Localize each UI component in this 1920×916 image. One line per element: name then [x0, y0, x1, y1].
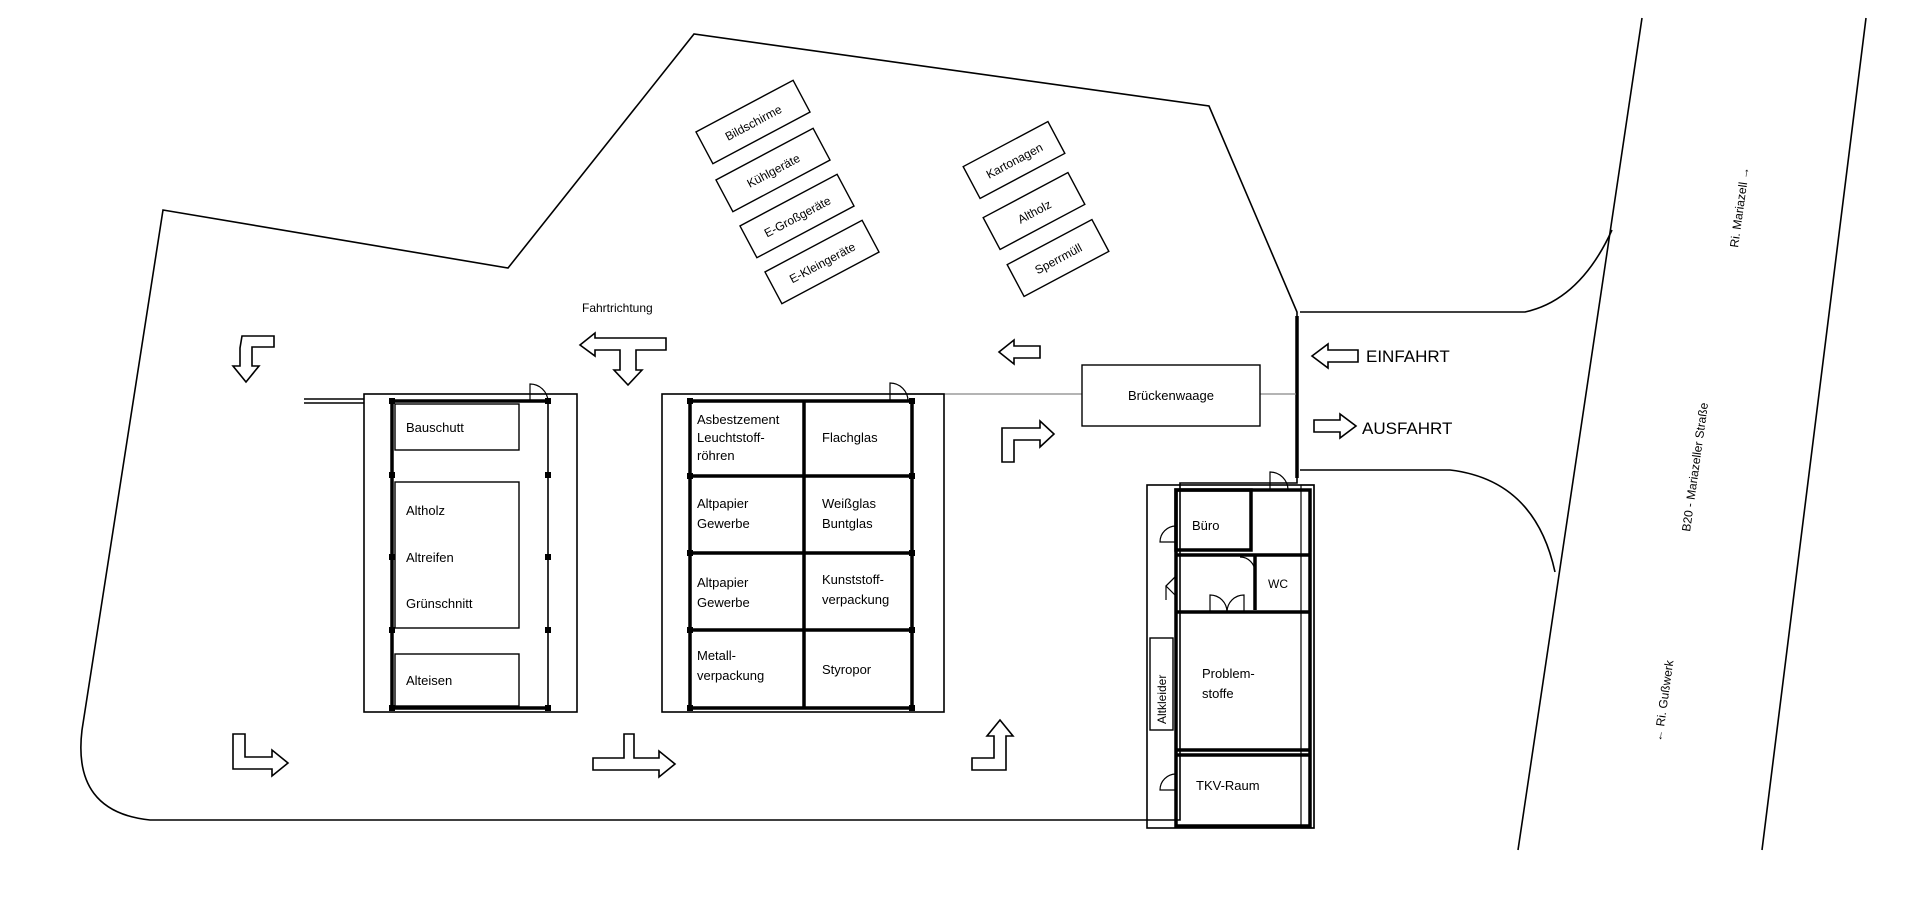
bay-metall: Metall- verpackung: [697, 648, 764, 683]
altkleider-label: Altkleider: [1155, 675, 1169, 724]
svg-text:stoffe: stoffe: [1202, 686, 1234, 701]
office-building: Büro WC Problem- stoffe Altkleider TKV-R…: [1146, 471, 1315, 829]
entrance-road-lower-edge: [1300, 469, 1556, 573]
container-kartonagen: [962, 120, 1066, 200]
svg-text:verpackung: verpackung: [697, 668, 764, 683]
road-edge-right: [1761, 17, 1867, 851]
bay-label: Altreifen: [406, 550, 454, 565]
svg-text:Buntglas: Buntglas: [822, 516, 873, 531]
exit-arrow-icon: [1313, 412, 1358, 440]
ausfahrt-label: AUSFAHRT: [1362, 419, 1452, 438]
fahrtrichtung-label: Fahrtrichtung: [582, 301, 653, 315]
svg-text:Problem-: Problem-: [1202, 666, 1255, 681]
svg-text:Altpapier: Altpapier: [697, 496, 749, 511]
svg-text:verpackung: verpackung: [822, 592, 889, 607]
bay-alteisen: [394, 653, 520, 707]
svg-text:Altpapier: Altpapier: [697, 575, 749, 590]
bay-altpapier-2: Altpapier Gewerbe: [697, 575, 750, 610]
bay-asbestzement: Asbestzement Leuchtstoff- röhren: [697, 412, 780, 463]
svg-text:Gewerbe: Gewerbe: [697, 516, 750, 531]
bulk-containers: Kartonagen Altholz Sperrmüll: [962, 120, 1110, 298]
bay-weissglas: Weißglas Buntglas: [822, 496, 876, 531]
direction-t-arrow-icon: [578, 331, 667, 387]
flow-arrow-icon: [997, 338, 1041, 366]
bay-label: Altholz: [406, 503, 445, 518]
road-name-label: B20 - Mariazeller Straße: [1679, 401, 1711, 532]
svg-text:Kunststoff-: Kunststoff-: [822, 572, 884, 587]
bay-label: Bauschutt: [406, 420, 464, 435]
einfahrt-label: EINFAHRT: [1366, 347, 1450, 366]
flow-arrow-icon: [971, 718, 1015, 771]
container-e-kleingeraete: [764, 219, 880, 305]
direction-gusswerk-label: ← Ri. Gußwerk: [1651, 658, 1676, 742]
container-kuehlgeraete: [715, 127, 831, 213]
road-edge-left: [1517, 17, 1643, 851]
shelter-middle: Asbestzement Leuchtstoff- röhren Flachgl…: [661, 382, 945, 713]
bay-styropor: Styropor: [822, 662, 872, 677]
room-buero: Büro: [1192, 518, 1219, 533]
site-boundary: [80, 33, 1298, 821]
bay-label: Alteisen: [406, 673, 452, 688]
bay-altpapier-1: Altpapier Gewerbe: [697, 496, 750, 531]
direction-mariazell-label: Ri. Mariazell →: [1727, 166, 1752, 249]
svg-text:Metall-: Metall-: [697, 648, 736, 663]
shelter-left: Bauschutt Altholz Altreifen Grünschnitt …: [304, 383, 578, 713]
flow-arrow-icon: [592, 733, 677, 779]
flow-arrow-icon: [232, 733, 290, 778]
svg-text:Weißglas: Weißglas: [822, 496, 876, 511]
room-tkv: TKV-Raum: [1196, 778, 1260, 793]
container-bildschirme: [695, 79, 811, 165]
bay-kunststoff: Kunststoff- verpackung: [822, 572, 889, 607]
bay-flachglas: Flachglas: [822, 430, 878, 445]
svg-text:röhren: röhren: [697, 448, 735, 463]
svg-text:Leuchtstoff-: Leuchtstoff-: [697, 430, 765, 445]
truck-scale-label: Brückenwaage: [1128, 388, 1214, 403]
electronics-containers: Bildschirme Kühlgeräte E-Großgeräte E-Kl…: [695, 79, 880, 305]
bay-altholz-altreifen-gruenschnitt: [394, 481, 520, 629]
room-problemstoffe: Problem- stoffe: [1202, 666, 1255, 701]
room-wc: WC: [1268, 577, 1288, 591]
container-e-grossgeraete: [739, 173, 855, 259]
bay-label: Grünschnitt: [406, 596, 473, 611]
altkleider-container: [1149, 637, 1174, 731]
container-altholz: [982, 171, 1086, 251]
entrance-road-upper-edge: [1300, 229, 1613, 313]
truck-scale: [1081, 364, 1261, 427]
flow-arrow-icon: [1001, 419, 1056, 463]
flow-arrow-icon: [231, 335, 275, 384]
container-sperrmuell: [1006, 218, 1110, 298]
svg-text:Asbestzement: Asbestzement: [697, 412, 780, 427]
entry-arrow-icon: [1310, 342, 1359, 370]
svg-text:Gewerbe: Gewerbe: [697, 595, 750, 610]
bay-bauschutt: [394, 403, 520, 451]
